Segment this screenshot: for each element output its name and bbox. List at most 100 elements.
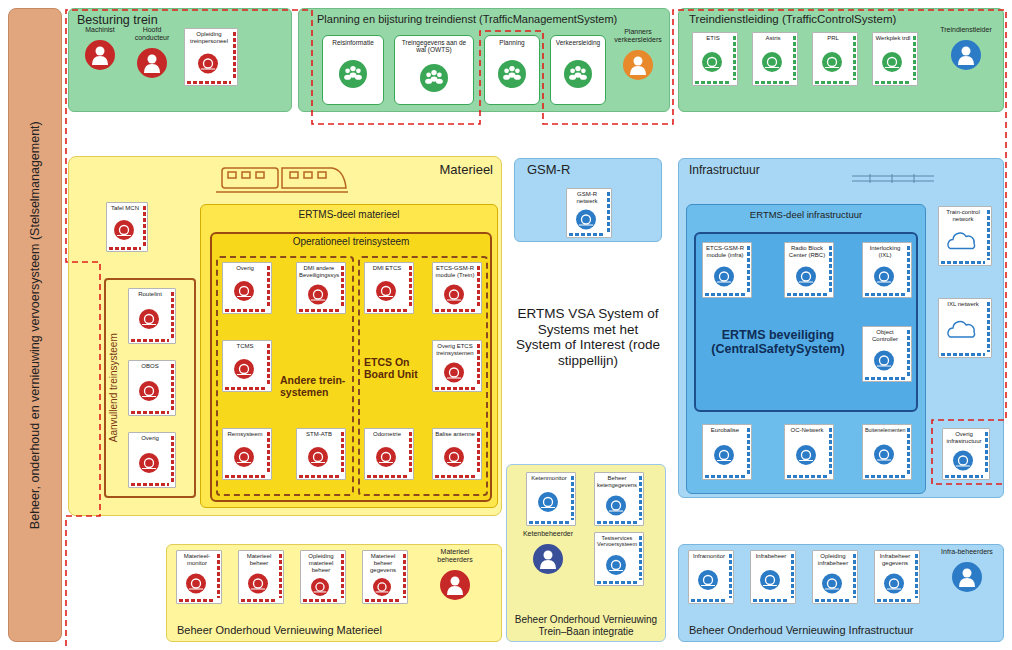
icon-glyph [311,462,325,463]
component-icon [444,447,464,467]
panel-heading: Materieel [369,163,493,178]
connector-studs [913,36,916,80]
component-label: Train-control network [941,209,985,223]
icon-glyph [825,67,839,68]
component-icon [198,54,218,74]
person-head [345,68,350,73]
component-icon [822,574,842,594]
icon-glyph [254,579,263,588]
component-label: Treingegevens aan de wal (OWTS) [398,39,470,54]
panel-heading: ETCS On Board Unit [364,356,430,380]
component-label: Infrabeheer gegevens [877,553,913,567]
icon-glyph [145,459,154,468]
cloud-symbol [948,322,974,337]
train-window [318,172,326,178]
icon-glyph [541,507,555,508]
component-icon [698,570,718,590]
connector-studs [225,475,265,478]
component-icon [884,574,904,594]
person-head [544,551,553,560]
actor-circle [623,50,653,80]
component-tile: Astris [752,32,798,86]
component-icon [444,285,464,305]
component-label: Overig [225,265,265,272]
component-label: Testservices Vervoersysteem [597,535,637,548]
connector-studs [853,36,856,80]
domain-panel: Besturing treinMachinistHoofd conducteur… [68,8,292,112]
icon-glyph [379,296,393,297]
icon-glyph [314,453,323,462]
tile-graphic [703,425,751,479]
icon-glyph [877,460,891,461]
person-head [962,47,971,56]
icon-glyph [447,300,461,301]
component-tile: DMI andere Beveiligingssys [296,262,346,314]
function-graphic [551,36,605,104]
domain-panel: Planning en bijsturing treindienst (Traf… [298,8,670,112]
component-tile: Object Controller [862,326,912,382]
connector-studs [907,246,910,292]
tile-graphic [785,243,833,297]
actor-label: Hoofd conducteur [126,26,178,42]
actor-graphic [78,26,122,74]
person-body [509,72,516,77]
train-window [304,172,312,178]
domain-panel: MaterieelTafel MCNAanvullend treinsystee… [68,156,502,516]
icon-glyph [120,226,129,235]
component-tile: Radio Block Center (RBC) [784,242,834,298]
icon-glyph [237,296,251,297]
component-label: Remsysteem [225,431,265,438]
component-label: Odometrie [367,431,407,438]
function-graphic [323,36,383,104]
panel-heading: Treindienstleiding (TrafficControlSystem… [689,13,989,26]
component-icon [139,453,159,473]
component-label: PRL [815,35,851,42]
connector-studs [907,330,910,376]
connector-studs [435,309,475,312]
actor-figure: Treindienstleider [934,26,998,74]
person-body [575,72,582,77]
connector-studs [705,293,745,296]
component-icon [874,267,894,287]
icon-glyph [237,462,251,463]
icon-glyph [142,396,156,397]
icon-glyph [704,576,713,585]
icon-glyph [890,579,899,588]
connector-studs [225,387,265,390]
connector-studs [639,536,642,580]
component-icon [376,447,396,467]
actor-graphic [936,548,998,596]
component-tile: Materieel-monitor [176,550,222,604]
subsystem-panel: ERTMS beveiliging (CentralSafetySystem)E… [694,232,918,412]
person-head [96,47,105,56]
component-icon [606,555,626,575]
connector-studs [303,599,339,602]
component-icon [576,210,596,230]
component-label: Reisinformatie [326,39,380,46]
icon-glyph [717,282,731,283]
actor-graphic [516,530,580,578]
icon-glyph [142,324,156,325]
connector-studs [187,81,231,84]
component-tile: Materieel beheer [238,550,284,604]
management-panel: Beheer Onderhoud Vernieuwing Materieel Ma… [166,544,502,642]
function-icon [420,64,448,92]
icon-glyph [612,561,621,570]
connector-studs [787,475,827,478]
actor-figure: Hoofd conducteur [126,26,178,82]
person-body [431,76,438,81]
component-tile: Materieel beheer gegevens [362,550,408,604]
connector-studs [435,387,475,390]
component-label: Overig infrastructuur [945,431,983,445]
connector-studs [477,344,480,386]
component-label: TCMS [225,343,265,350]
component-icon [606,496,626,516]
connector-studs [341,432,344,474]
network-tile: Train-control network [938,206,992,266]
component-tile: Overig ETCS treinsystemen [432,340,482,392]
panel-heading: Aanvullend treinsysteem [108,286,120,490]
connector-studs [791,554,794,598]
panel-heading: Beheer Onderhoud Vernieuwing Materieel [177,624,493,637]
icon-glyph [314,591,327,592]
